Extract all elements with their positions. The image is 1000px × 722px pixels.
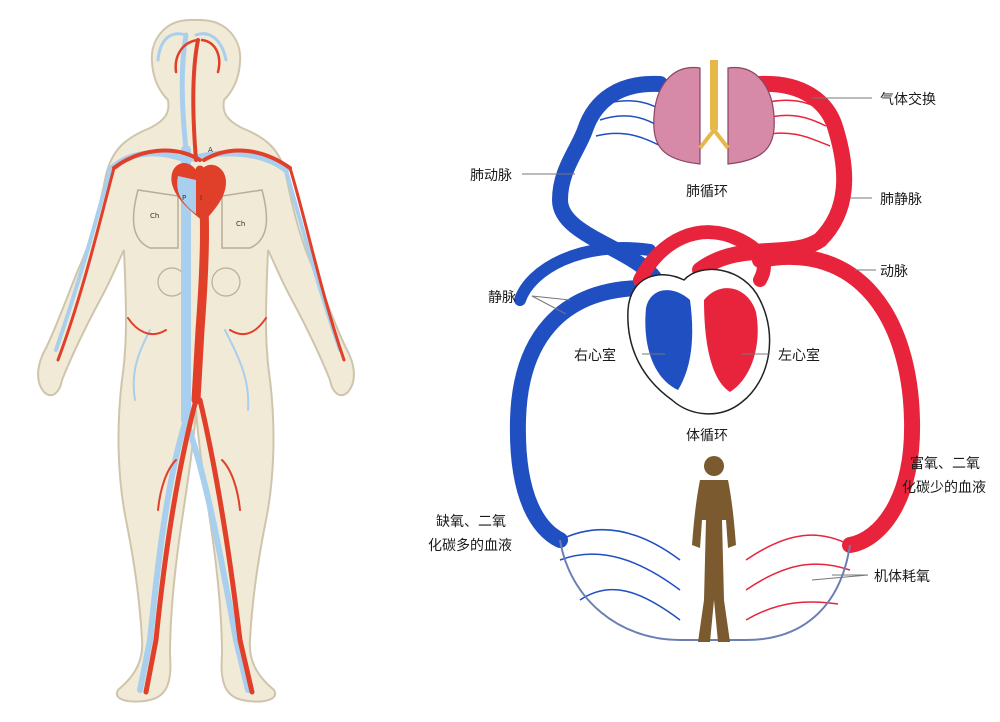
label-pulmonary-vein: 肺静脉 — [880, 192, 922, 208]
label-oxygen-poor-1: 缺氧、二氧 — [436, 514, 506, 530]
systemic-capillary-bed — [559, 528, 851, 621]
label-artery: 动脉 — [880, 264, 908, 280]
human-silhouette-icon — [692, 456, 736, 642]
organ-mark: A — [208, 146, 213, 154]
label-pulmonary-circulation: 肺循环 — [686, 184, 728, 200]
label-systemic-circulation: 体循环 — [686, 428, 728, 444]
label-oxygen-rich-1: 富氧、二氧 — [910, 455, 980, 472]
systemic-artery-right — [752, 248, 921, 553]
label-oxygen-poor-2: 化碳多的血液 — [428, 537, 512, 554]
pulmonary-artery-path — [551, 75, 668, 298]
label-tissue-consumption: 机体耗氧 — [874, 569, 930, 585]
lungs-icon — [653, 60, 775, 165]
organ-mark: Ch — [236, 220, 245, 228]
human-vascular-illustration: Ch Ch A P I — [37, 19, 355, 703]
label-pulmonary-artery: 肺动脉 — [470, 168, 512, 184]
organ-mark: P — [182, 194, 186, 202]
organ-mark: Ch — [150, 212, 159, 220]
label-vein: 静脉 — [488, 290, 516, 306]
organ-mark: I — [200, 194, 202, 202]
systemic-vein-left — [509, 280, 648, 548]
artery-network — [56, 38, 346, 695]
heart-icon — [627, 268, 771, 415]
leader-lines — [522, 97, 876, 581]
label-right-ventricle: 右心室 — [574, 347, 616, 364]
circulation-schematic: 气体交换 肺动脉 肺循环 肺静脉 动脉 静脉 右心室 左心室 体循环 富氧、二氧… — [428, 60, 986, 642]
label-left-ventricle: 左心室 — [778, 347, 820, 364]
label-gas-exchange: 气体交换 — [880, 91, 936, 108]
label-oxygen-rich-2: 化碳少的血液 — [902, 480, 986, 496]
